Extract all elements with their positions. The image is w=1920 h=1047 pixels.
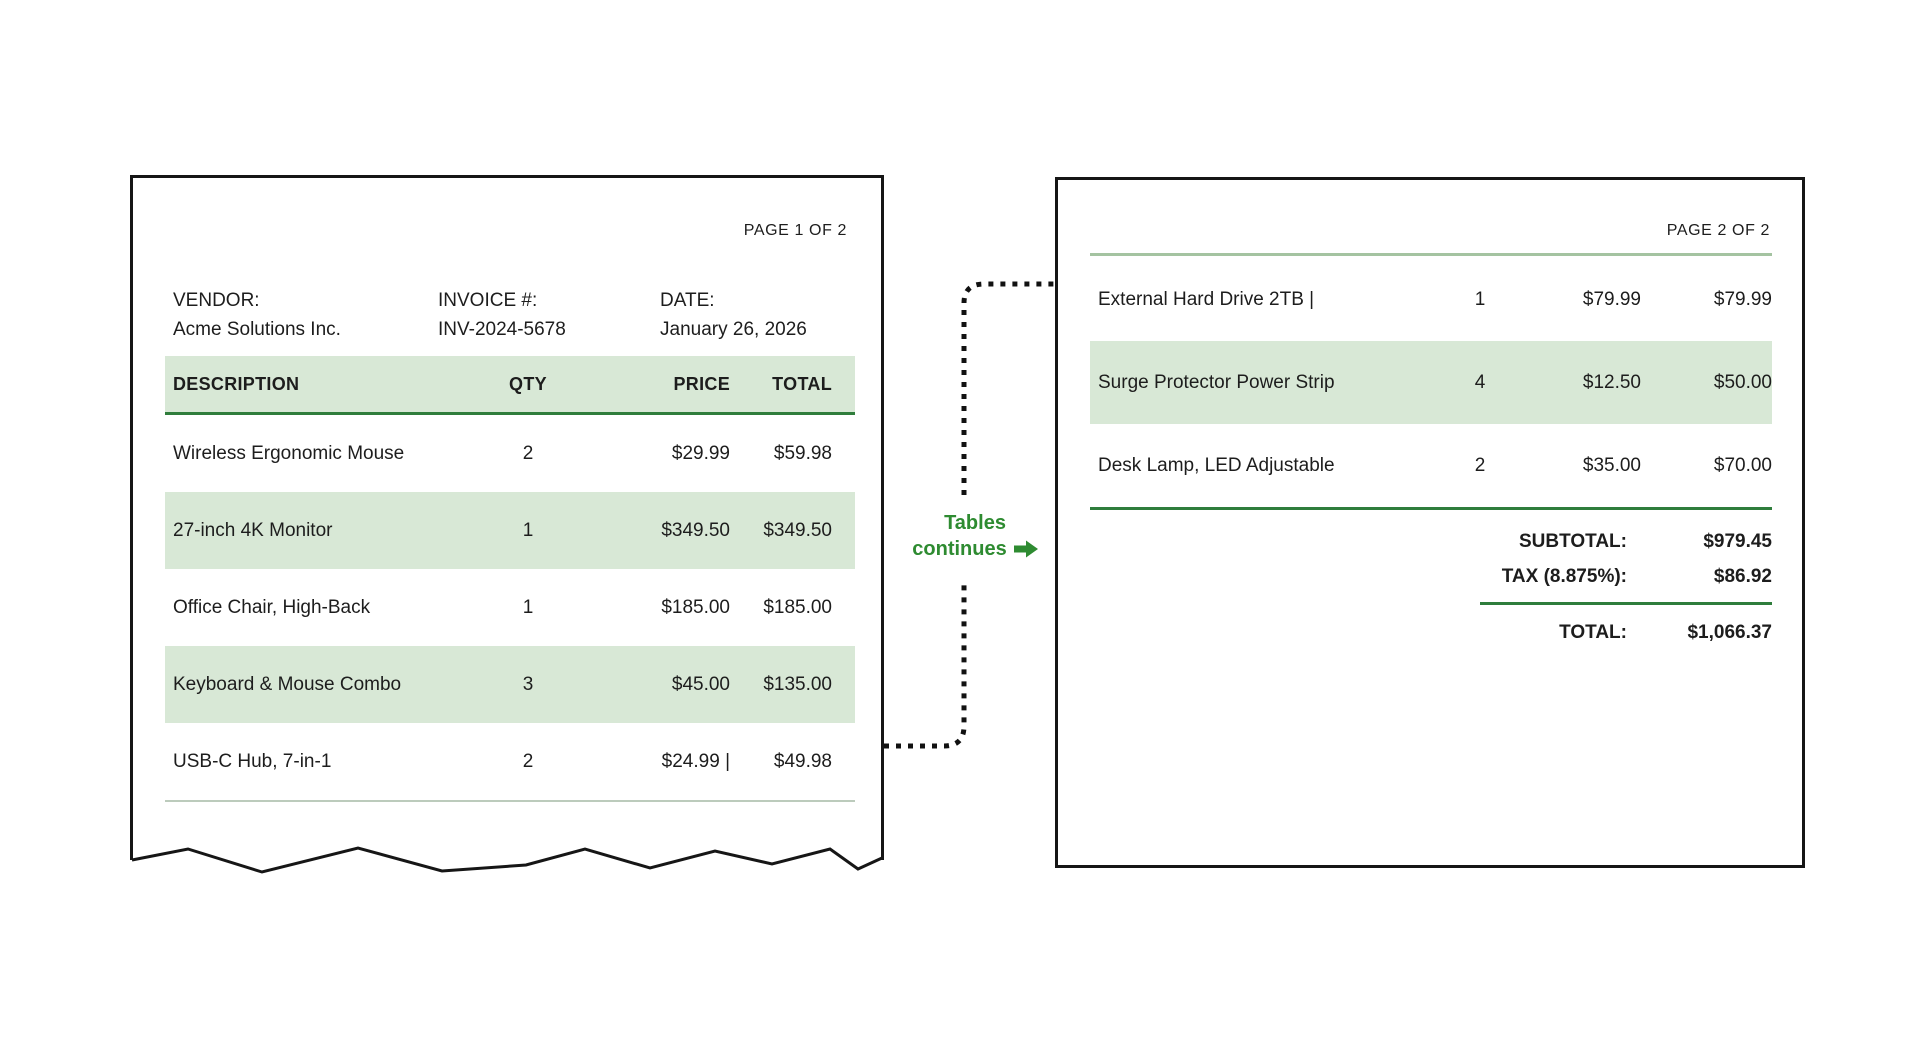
cell-total: $59.98 (773, 442, 832, 464)
header-total: TOTAL (772, 373, 832, 394)
table-row: External Hard Drive 2TB | 1 $79.99 $79.9… (1090, 258, 1772, 341)
cell-description: Wireless Ergonomic Mouse (173, 442, 405, 464)
table-row: Keyboard & Mouse Combo 3 $45.00 $135.00 (165, 646, 855, 723)
cell-qty: 2 (522, 442, 534, 464)
cell-description: Surge Protector Power Strip (1098, 371, 1335, 393)
invoice-number-block: INVOICE #: INV-2024-5678 (438, 286, 660, 344)
cell-qty: 1 (1474, 288, 1486, 310)
tables-continues-word: continues (912, 538, 1007, 560)
vendor-block: VENDOR: Acme Solutions Inc. (173, 286, 438, 344)
cell-total: $49.98 (773, 750, 832, 772)
tables-continues-label: Tables continues (875, 510, 1075, 562)
cell-qty: 2 (522, 750, 534, 772)
cell-description-with-cursor[interactable]: External Hard Drive 2TB | (1098, 288, 1315, 310)
cell-qty: 2 (1474, 454, 1486, 476)
cell-qty: 3 (522, 673, 534, 695)
cell-description: Desk Lamp, LED Adjustable (1098, 454, 1335, 476)
header-description: DESCRIPTION (173, 373, 300, 394)
date-value: January 26, 2026 (660, 319, 807, 340)
table-bottom-divider (165, 800, 855, 802)
cell-price: $79.99 (1582, 288, 1641, 310)
table-header-row: DESCRIPTION QTY PRICE TOTAL (165, 356, 855, 415)
tax-label: TAX (8.875%): (1501, 565, 1627, 587)
grand-total-row: TOTAL: $1,066.37 (1090, 615, 1772, 650)
grand-total-label: TOTAL: (1559, 621, 1627, 643)
cell-price: $35.00 (1582, 454, 1641, 476)
cell-price-with-cursor[interactable]: $24.99 | (661, 750, 730, 772)
page-2-indicator: PAGE 2 OF 2 (1666, 222, 1770, 239)
invoice-number-label: INVOICE #: (438, 290, 538, 311)
invoice-meta: VENDOR: Acme Solutions Inc. INVOICE #: I… (173, 286, 807, 344)
invoice-number-value: INV-2024-5678 (438, 319, 566, 340)
cell-total: $185.00 (763, 596, 832, 618)
cell-price: $349.50 (661, 519, 730, 541)
vendor-value: Acme Solutions Inc. (173, 319, 341, 340)
table-row: USB-C Hub, 7-in-1 2 $24.99 | $49.98 (165, 723, 855, 800)
cell-price: $185.00 (661, 596, 730, 618)
cell-qty: 1 (522, 519, 534, 541)
subtotal-value: $979.45 (1703, 530, 1772, 552)
table-row: Desk Lamp, LED Adjustable 2 $35.00 $70.0… (1090, 424, 1772, 507)
line-items-table-page2: External Hard Drive 2TB | 1 $79.99 $79.9… (1090, 258, 1772, 507)
cell-qty: 4 (1474, 371, 1486, 393)
connector-dotted-line (884, 281, 1055, 749)
cell-price: $12.50 (1582, 371, 1641, 393)
torn-edge (131, 846, 883, 874)
cell-description: 27-inch 4K Monitor (173, 519, 333, 541)
grand-total-rule (1480, 602, 1772, 605)
table-row: 27-inch 4K Monitor 1 $349.50 $349.50 (165, 492, 855, 569)
totals-block: SUBTOTAL: $979.45 TAX (8.875%): $86.92 T… (1090, 524, 1772, 650)
subtotal-row: SUBTOTAL: $979.45 (1090, 524, 1772, 559)
date-label: DATE: (660, 290, 715, 311)
line-items-table-page1: DESCRIPTION QTY PRICE TOTAL Wireless Erg… (165, 356, 855, 802)
cell-price: $45.00 (671, 673, 730, 695)
right-arrow-icon (1013, 540, 1038, 558)
cell-qty: 1 (522, 596, 534, 618)
date-block: DATE: January 26, 2026 (660, 286, 807, 344)
tables-continues-line1: Tables (944, 512, 1006, 534)
tax-value: $86.92 (1713, 565, 1772, 587)
cell-description: Keyboard & Mouse Combo (173, 673, 402, 695)
invoice-page-2: PAGE 2 OF 2 External Hard Drive 2TB | 1 … (1055, 177, 1805, 868)
header-price: PRICE (673, 373, 730, 394)
cell-description: USB-C Hub, 7-in-1 (173, 750, 332, 772)
header-qty: QTY (509, 373, 547, 394)
cell-total: $50.00 (1713, 371, 1772, 393)
tables-continues-line2: continues (875, 536, 1075, 562)
cell-description: Office Chair, High-Back (173, 596, 371, 618)
invoice-page-1: PAGE 1 OF 2 VENDOR: Acme Solutions Inc. … (130, 175, 884, 860)
top-rule (1090, 253, 1772, 256)
cell-total: $79.99 (1713, 288, 1772, 310)
grand-total-value: $1,066.37 (1687, 621, 1772, 643)
table-row: Office Chair, High-Back 1 $185.00 $185.0… (165, 569, 855, 646)
table-row: Wireless Ergonomic Mouse 2 $29.99 $59.98 (165, 415, 855, 492)
vendor-label: VENDOR: (173, 290, 260, 311)
page-1-indicator: PAGE 1 OF 2 (743, 222, 847, 239)
table-row: Surge Protector Power Strip 4 $12.50 $50… (1090, 341, 1772, 424)
cell-total: $349.50 (763, 519, 832, 541)
items-end-rule (1090, 507, 1772, 510)
cell-total: $70.00 (1713, 454, 1772, 476)
cell-price: $29.99 (671, 442, 730, 464)
subtotal-label: SUBTOTAL: (1518, 530, 1627, 552)
tax-row: TAX (8.875%): $86.92 (1090, 559, 1772, 594)
cell-total: $135.00 (763, 673, 832, 695)
